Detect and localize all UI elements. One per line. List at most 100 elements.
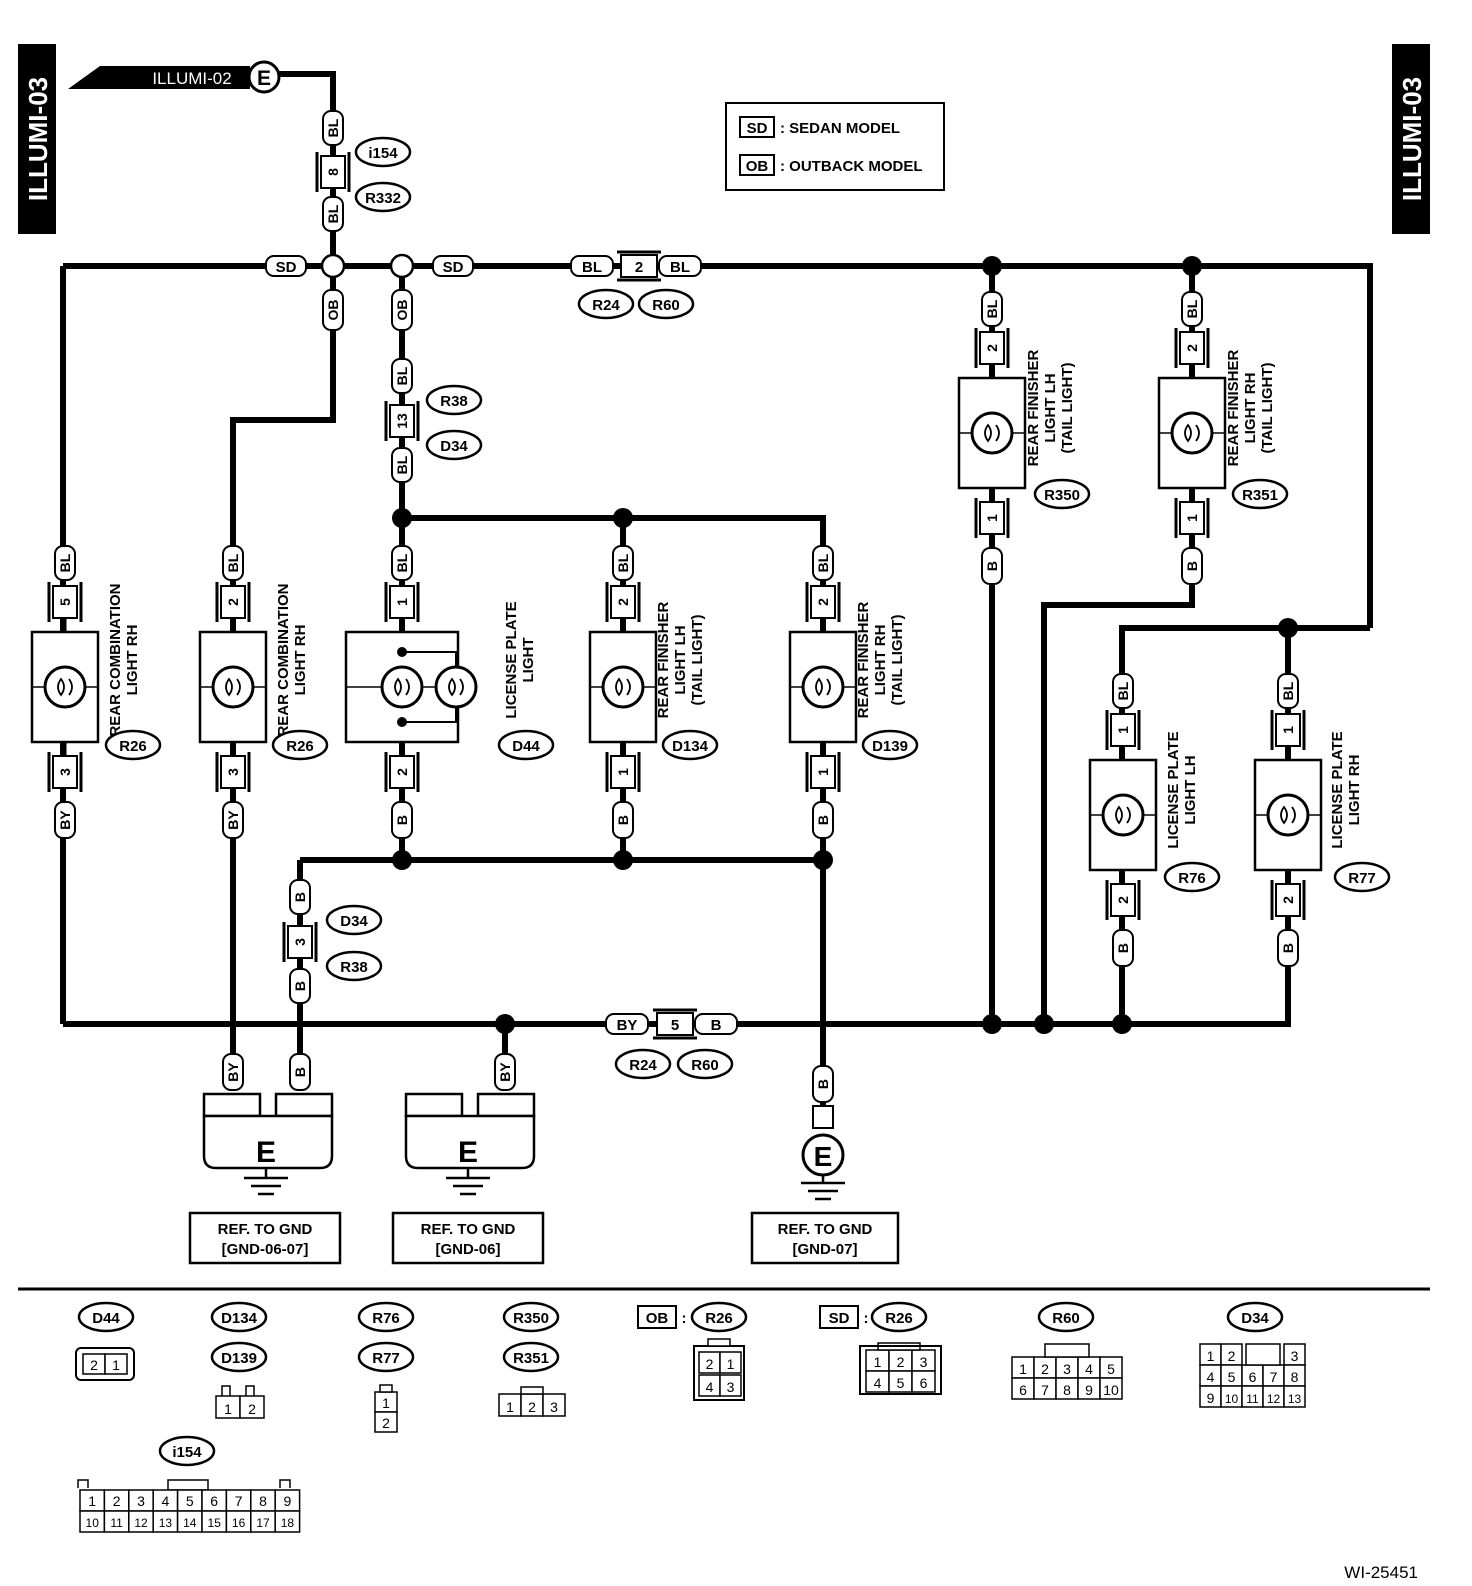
lamp-license-plate-rh-bottom-wire-text: B bbox=[1280, 943, 1296, 953]
cv-i154-pin: 17 bbox=[256, 1516, 270, 1530]
tag-b-d34-bot: B bbox=[289, 968, 311, 1004]
cv-d134-label: D134 bbox=[210, 1301, 268, 1333]
connector-r24-top: R24 bbox=[577, 288, 635, 320]
tag-bl-i154-top-text: BL bbox=[325, 118, 341, 137]
cv-r26-ob-label-text: R26 bbox=[705, 1310, 733, 1327]
tag-b-gnd1: B bbox=[289, 1053, 311, 1091]
bulb-icon bbox=[801, 665, 845, 709]
lamp-rcl-rh-ob-connector: R26 bbox=[271, 729, 329, 761]
lamp-finisher-lh-r350-bottom-pin-text: 1 bbox=[984, 514, 1000, 522]
lamp-license-plate-lh-name-line: LIGHT LH bbox=[1182, 755, 1199, 824]
tag-bl-r60: BL bbox=[658, 255, 702, 277]
lamp-rcl-rh-sd-connector: R26 bbox=[104, 729, 162, 761]
cv-r60-pin: 5 bbox=[1107, 1361, 1115, 1377]
cv-r77-label: R77 bbox=[357, 1341, 415, 1373]
cv-r76: 12 bbox=[374, 1384, 398, 1433]
lamp-license-plate-lh-name-line: LICENSE PLATE bbox=[1165, 731, 1182, 848]
lamp-rcl-rh-sd-connector-text: R26 bbox=[119, 738, 147, 755]
cv-r26-sd-pin: 5 bbox=[897, 1375, 905, 1391]
cv-i154-pin: 9 bbox=[284, 1493, 292, 1509]
connector-r332-text: R332 bbox=[365, 190, 401, 207]
connector-d34-upper-text: D34 bbox=[440, 438, 468, 455]
tag-bl-r38-top-text: BL bbox=[394, 366, 410, 385]
cv-d34-pin: 5 bbox=[1228, 1369, 1236, 1385]
cv-d139-label: D139 bbox=[210, 1341, 268, 1373]
cv-i154-pin: 13 bbox=[159, 1516, 173, 1530]
connector-d34-upper: D34 bbox=[425, 429, 483, 461]
lamp-license-plate-connector-text: D44 bbox=[512, 738, 540, 755]
page-tag-right: ILLUMI-03 bbox=[1392, 44, 1430, 234]
lamp-finisher-lh-d134-bottom-pin-text: 1 bbox=[615, 768, 631, 776]
cv-i154-pin: 8 bbox=[259, 1493, 267, 1509]
cv-i154-pin: 12 bbox=[134, 1516, 148, 1530]
pin-r24-text: 2 bbox=[635, 259, 643, 276]
tag-sd-right-text: SD bbox=[443, 259, 464, 276]
ground-icon bbox=[801, 1175, 845, 1201]
lamp-license-plate-lh-top-wire: BL bbox=[1112, 673, 1134, 709]
lamp-finisher-lh-d134-top-pin-text: 2 bbox=[615, 598, 631, 606]
cv-d44-pin: 2 bbox=[90, 1357, 98, 1373]
connector-r38-lower-text: R38 bbox=[340, 959, 368, 976]
cv-r26-ob-pin: 2 bbox=[706, 1356, 714, 1372]
lamp-finisher-rh-r351-connector: R351 bbox=[1231, 478, 1289, 510]
tag-by-gnd2-text: BY bbox=[497, 1062, 513, 1082]
connector-r60-top: R60 bbox=[637, 288, 695, 320]
lamp-license-plate-bottom-pin: 2 bbox=[384, 752, 420, 792]
lamp-finisher-rh-r351-name-line: REAR FINISHER bbox=[1225, 350, 1242, 467]
lamp-finisher-rh-r351-bottom-wire-text: B bbox=[1184, 561, 1200, 571]
lamp-rcl-rh-ob-name-line: REAR COMBINATION bbox=[275, 583, 292, 736]
cv-r60-pin: 9 bbox=[1085, 1382, 1093, 1398]
lamp-rcl-rh-ob-top-wire: BL bbox=[222, 545, 244, 581]
lamp-finisher-rh-r351-top-wire: BL bbox=[1181, 291, 1203, 327]
tag-bl-r24-text: BL bbox=[582, 259, 602, 276]
cv-d34-pin: 10 bbox=[1225, 1392, 1239, 1406]
connector-i154: i154 bbox=[354, 136, 412, 168]
page-tag-left-text: ILLUMI-03 bbox=[23, 77, 53, 201]
legend-sd-text: : SEDAN MODEL bbox=[780, 120, 900, 137]
lamp-rcl-rh-sd-bottom-pin: 3 bbox=[47, 752, 83, 792]
lamp-rcl-rh-ob-connector-text: R26 bbox=[286, 738, 314, 755]
legend-ob-code: OB bbox=[746, 158, 769, 175]
pin-r38-text: 13 bbox=[394, 413, 410, 429]
lamp-finisher-lh-r350-top-pin-text: 2 bbox=[984, 344, 1000, 352]
tag-b-d34-top: B bbox=[289, 879, 311, 915]
tag-bl-r38-top: BL bbox=[391, 358, 413, 394]
cv-d134-pin: 2 bbox=[248, 1401, 256, 1417]
lamp-finisher-lh-r350-name-line: REAR FINISHER bbox=[1025, 350, 1042, 467]
wires bbox=[60, 71, 1373, 1122]
tag-ob2-text: OB bbox=[394, 300, 410, 321]
lamp-license-plate-lh-bottom-pin: 2 bbox=[1105, 880, 1141, 920]
lamp-license-plate-lh-top-pin-text: 1 bbox=[1115, 726, 1131, 734]
cv-r76-pin: 1 bbox=[382, 1395, 390, 1411]
bulb-icon bbox=[43, 665, 87, 709]
tag-bl-r24: BL bbox=[570, 255, 614, 277]
cv-i154-pin: 14 bbox=[183, 1516, 197, 1530]
lamp-finisher-lh-d134-top-wire-text: BL bbox=[615, 553, 631, 572]
cv-i154-pin: 10 bbox=[86, 1516, 100, 1530]
lamp-license-plate-lh-top-wire-text: BL bbox=[1115, 681, 1131, 700]
lamp-finisher-lh-r350-connector-text: R350 bbox=[1044, 487, 1080, 504]
cv-r60-pin: 7 bbox=[1041, 1382, 1049, 1398]
lamp-license-plate-bottom-pin-text: 2 bbox=[394, 768, 410, 776]
cv-d34-pin: 12 bbox=[1267, 1392, 1281, 1406]
lamp-finisher-rh-r351-top-pin-text: 2 bbox=[1184, 344, 1200, 352]
cv-d34-pin: 7 bbox=[1270, 1369, 1278, 1385]
ground-ref-line1: REF. TO GND bbox=[421, 1221, 516, 1238]
cv-d134-pin: 1 bbox=[224, 1401, 232, 1417]
cv-r26-sd-pin: 2 bbox=[897, 1354, 905, 1370]
cv-r351-label-text: R351 bbox=[513, 1350, 549, 1367]
connector-r24-top-text: R24 bbox=[592, 297, 620, 314]
legend-sd-code: SD bbox=[747, 120, 768, 137]
lamp-finisher-lh-d134-top-wire: BL bbox=[612, 545, 634, 581]
ground-1: E bbox=[202, 1092, 334, 1196]
cv-r60-label: R60 bbox=[1037, 1301, 1095, 1333]
